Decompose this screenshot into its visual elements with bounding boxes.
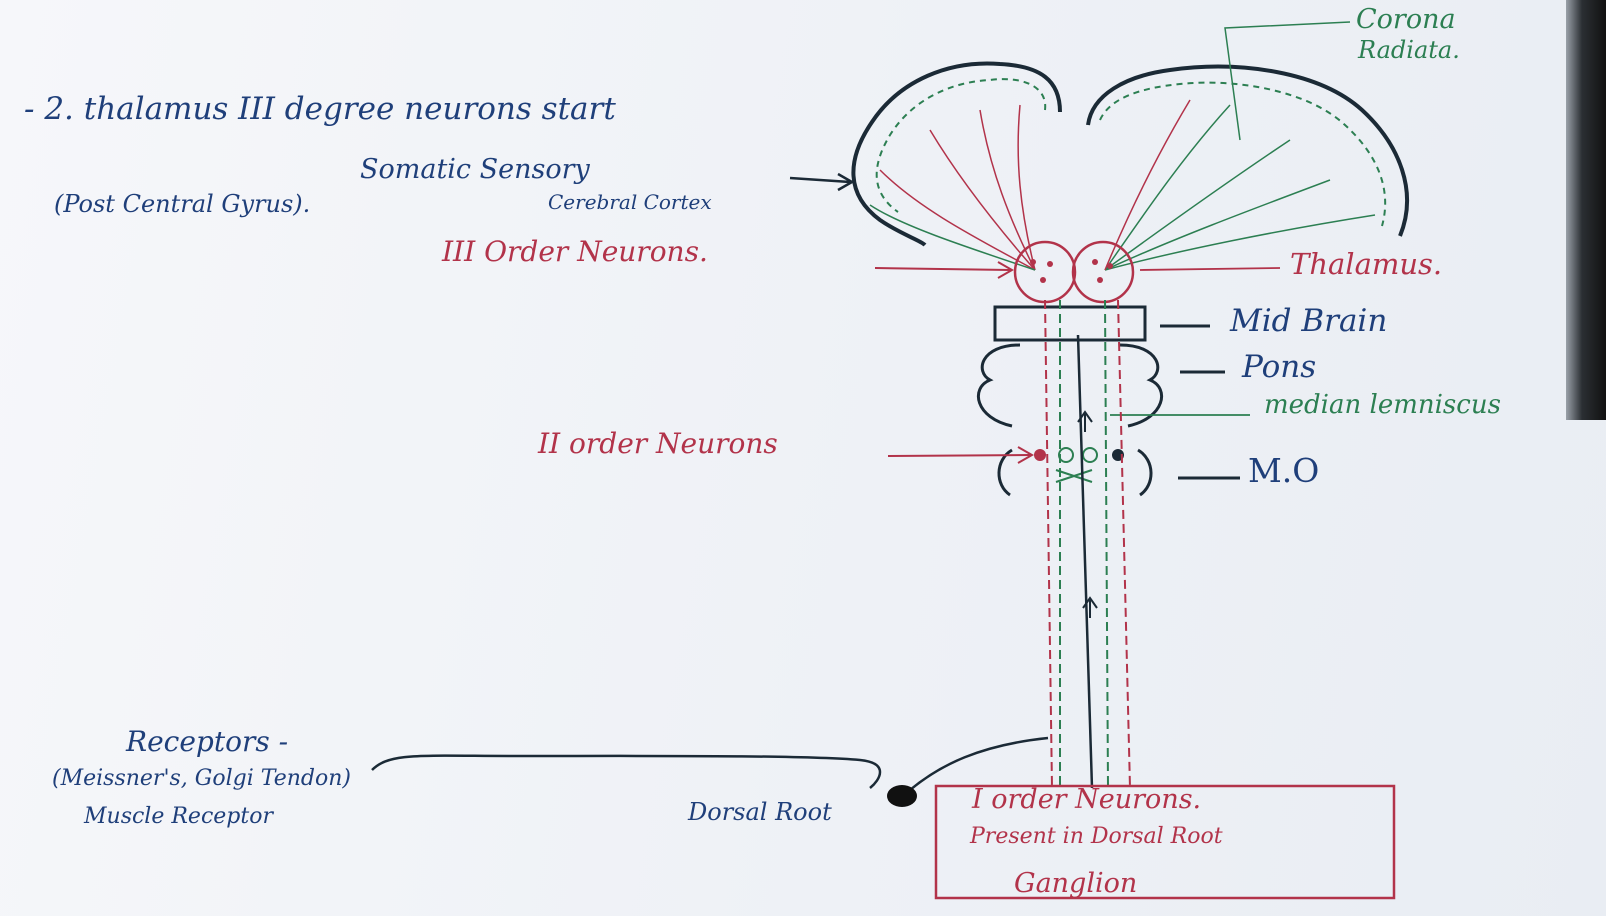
cortex-right-gyri xyxy=(1100,83,1385,226)
dorsal-root-ganglion xyxy=(887,785,917,807)
somatic-sensory-arrow xyxy=(790,178,850,182)
pons-left xyxy=(978,345,1020,426)
corona-radiata-fibers xyxy=(870,100,1375,270)
muscle-receptor-label: Muscle Receptor xyxy=(84,806,273,828)
thalamus-right xyxy=(1073,242,1133,302)
medulla-right xyxy=(1138,450,1151,495)
ganglion-text: Ganglion xyxy=(1014,870,1137,897)
dorsal-root-label: Dorsal Root xyxy=(688,800,832,824)
dorsal-root-fiber xyxy=(910,738,1048,790)
medulla-oblongata-label: M.O xyxy=(1248,454,1319,487)
second-order-neurons-label: II order Neurons xyxy=(538,430,778,458)
second-order-arrow xyxy=(888,455,1030,456)
post-central-gyrus-label: (Post Central Gyrus). xyxy=(54,192,310,216)
ascending-tracts xyxy=(1045,300,1130,788)
corona-label: Corona xyxy=(1356,6,1456,33)
receptor-nerve xyxy=(372,756,880,788)
third-order-neurons-label: III Order Neurons. xyxy=(442,238,708,266)
mid-brain-label: Mid Brain xyxy=(1230,306,1387,337)
receptor-types-label: (Meissner's, Golgi Tendon) xyxy=(52,768,351,790)
third-order-arrow xyxy=(875,268,1010,270)
thalamus-label: Thalamus. xyxy=(1290,250,1442,279)
decussation xyxy=(1056,470,1092,482)
cortex-left-hemisphere xyxy=(853,63,1060,245)
pons-right xyxy=(1120,345,1162,426)
somatic-sensory-label: Somatic Sensory xyxy=(360,156,590,183)
dorsal-root-ganglion-text: Present in Dorsal Root xyxy=(970,826,1223,848)
medulla-left xyxy=(999,450,1012,495)
cerebral-cortex-label: Cerebral Cortex xyxy=(548,192,712,212)
radiata-label: Radiata. xyxy=(1358,38,1460,62)
first-order-neurons-label: I order Neurons. xyxy=(972,786,1201,813)
heading-text: - 2. thalamus III degree neurons start xyxy=(24,94,616,125)
thalamus-pointer xyxy=(1140,268,1280,270)
pons-label: Pons xyxy=(1242,352,1316,383)
thalamus-left xyxy=(1015,242,1075,302)
mid-brain-box xyxy=(995,307,1145,340)
receptors-label: Receptors - xyxy=(126,728,288,756)
corona-pointer xyxy=(1225,22,1350,140)
thalamus-nuclei xyxy=(1030,259,1113,283)
medial-lemniscus-label: median lemniscus xyxy=(1264,392,1501,418)
